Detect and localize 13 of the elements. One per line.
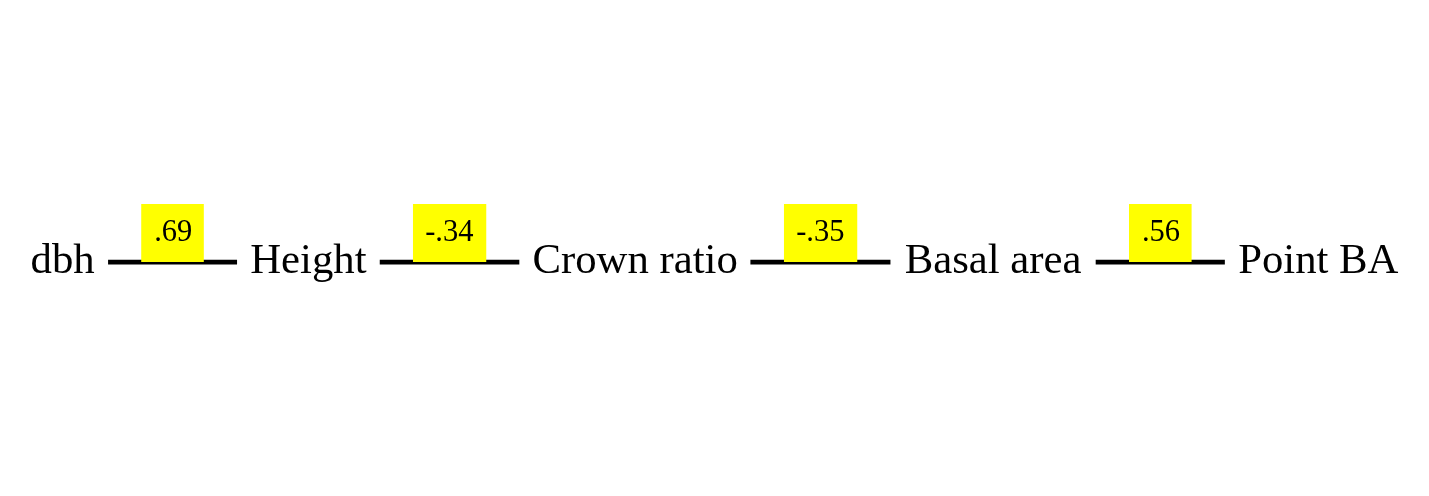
node-text: Height — [250, 234, 367, 282]
connector — [1095, 259, 1225, 265]
node-text: Crown ratio — [532, 234, 738, 282]
edge-label: -.34 — [425, 213, 474, 248]
connector — [379, 259, 520, 265]
node-text: dbh — [30, 234, 95, 282]
node-text: Basal area — [904, 234, 1082, 282]
edge-label: .69 — [154, 213, 193, 248]
edge-label: -.35 — [796, 213, 845, 248]
node-text: Point BA — [1238, 234, 1399, 282]
connector — [108, 259, 238, 265]
edge-label: .56 — [1141, 213, 1181, 248]
connector — [750, 259, 891, 265]
